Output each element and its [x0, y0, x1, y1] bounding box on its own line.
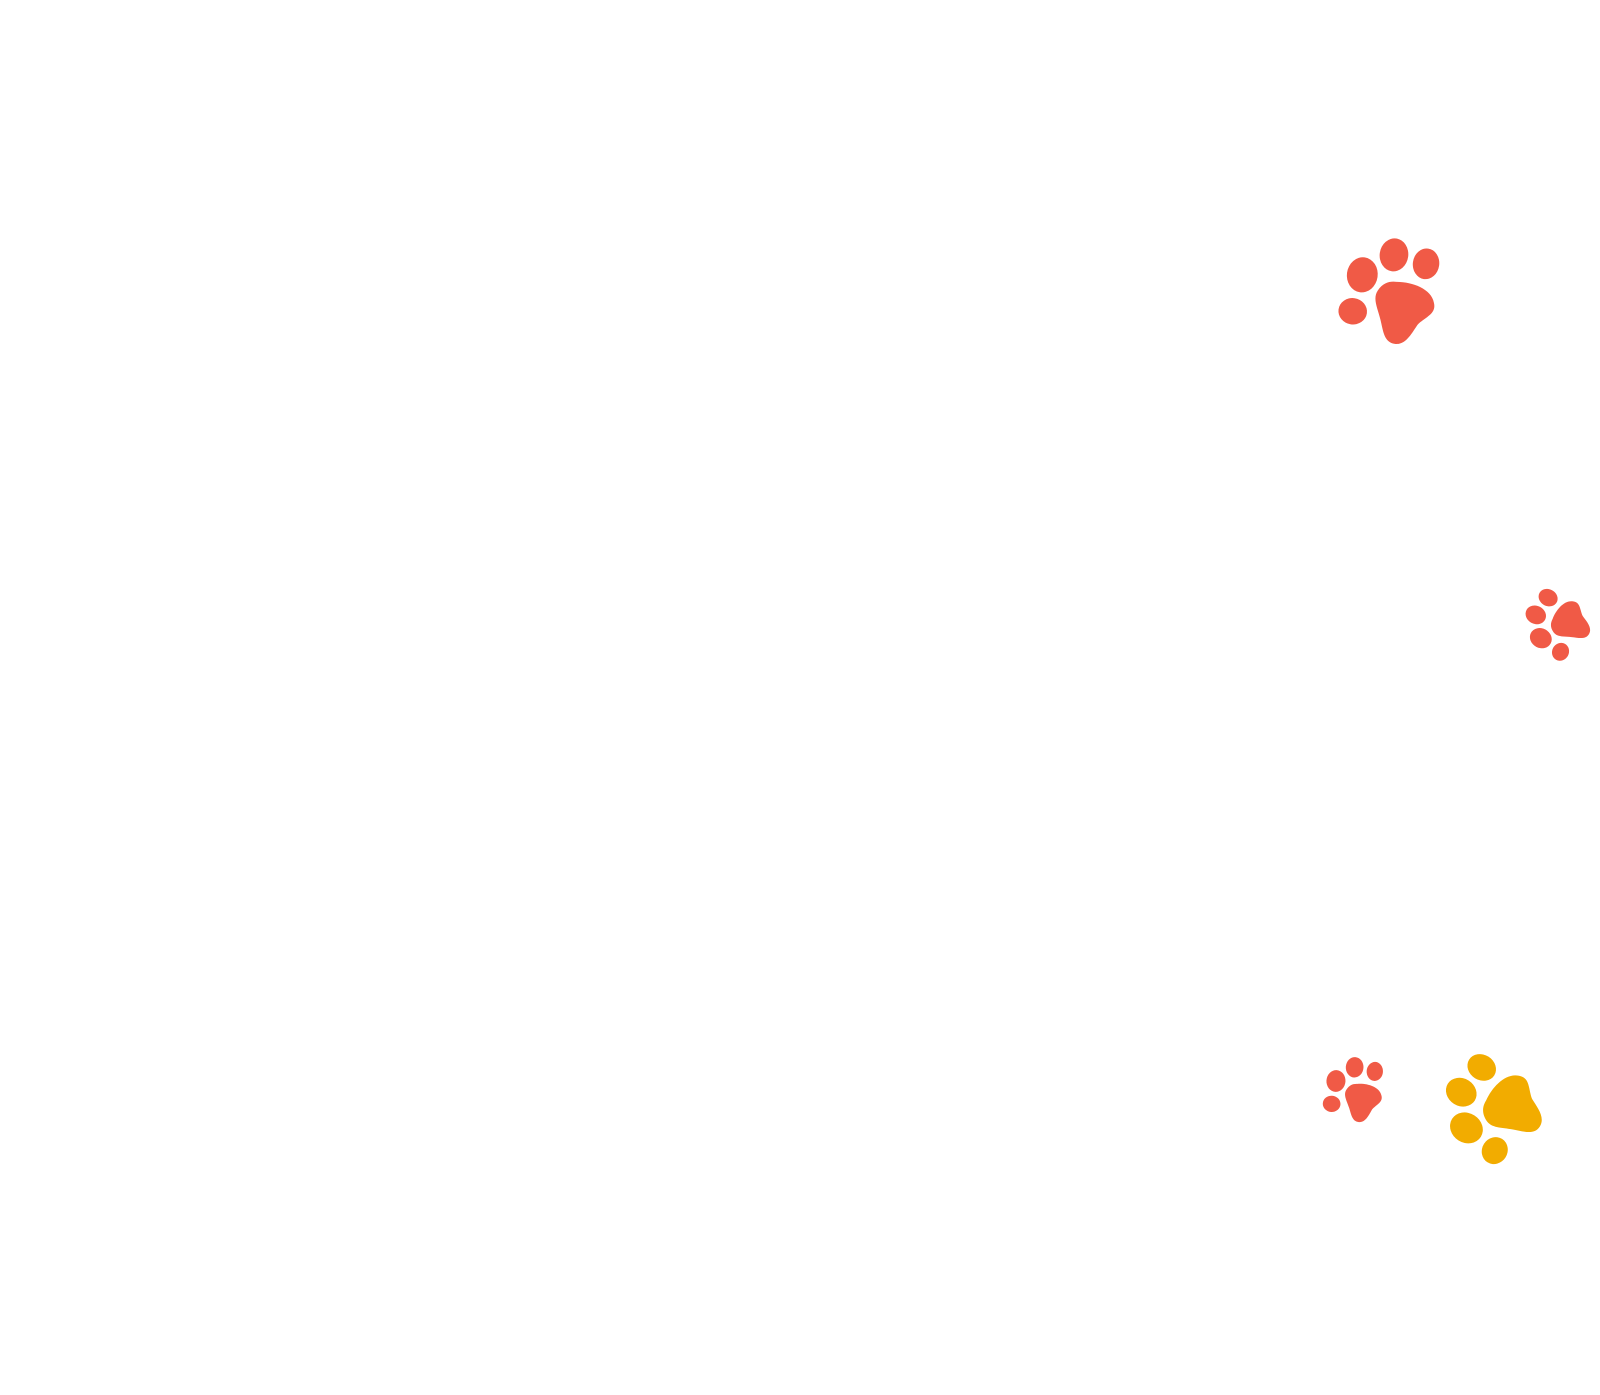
paw-print-icon: [1338, 238, 1440, 344]
paw-toe: [1445, 1077, 1477, 1107]
paw-toe: [1379, 238, 1409, 272]
paw-toe: [1529, 628, 1552, 649]
paw-print-icon: [1322, 1057, 1383, 1123]
paw-toe: [1525, 605, 1546, 625]
paw-toe: [1551, 642, 1570, 661]
paw-print-icon: [1525, 588, 1591, 661]
paw-toe: [1326, 1070, 1346, 1092]
paw-toe: [1481, 1137, 1508, 1165]
paw-pad: [1483, 1075, 1542, 1133]
paw-toe: [1366, 1061, 1383, 1081]
paw-print-icon: [1445, 1054, 1542, 1165]
paw-toe: [1467, 1054, 1496, 1081]
paw-toe: [1346, 257, 1378, 293]
paw-toe: [1322, 1095, 1341, 1113]
paw-pad: [1375, 281, 1435, 344]
paw-toe: [1338, 298, 1368, 325]
paw-toe: [1538, 588, 1558, 607]
paw-toe: [1412, 248, 1440, 280]
paw-pad: [1550, 601, 1591, 639]
paw-toe: [1450, 1112, 1483, 1144]
paw-pad: [1345, 1083, 1382, 1123]
paw-toe: [1345, 1057, 1364, 1078]
